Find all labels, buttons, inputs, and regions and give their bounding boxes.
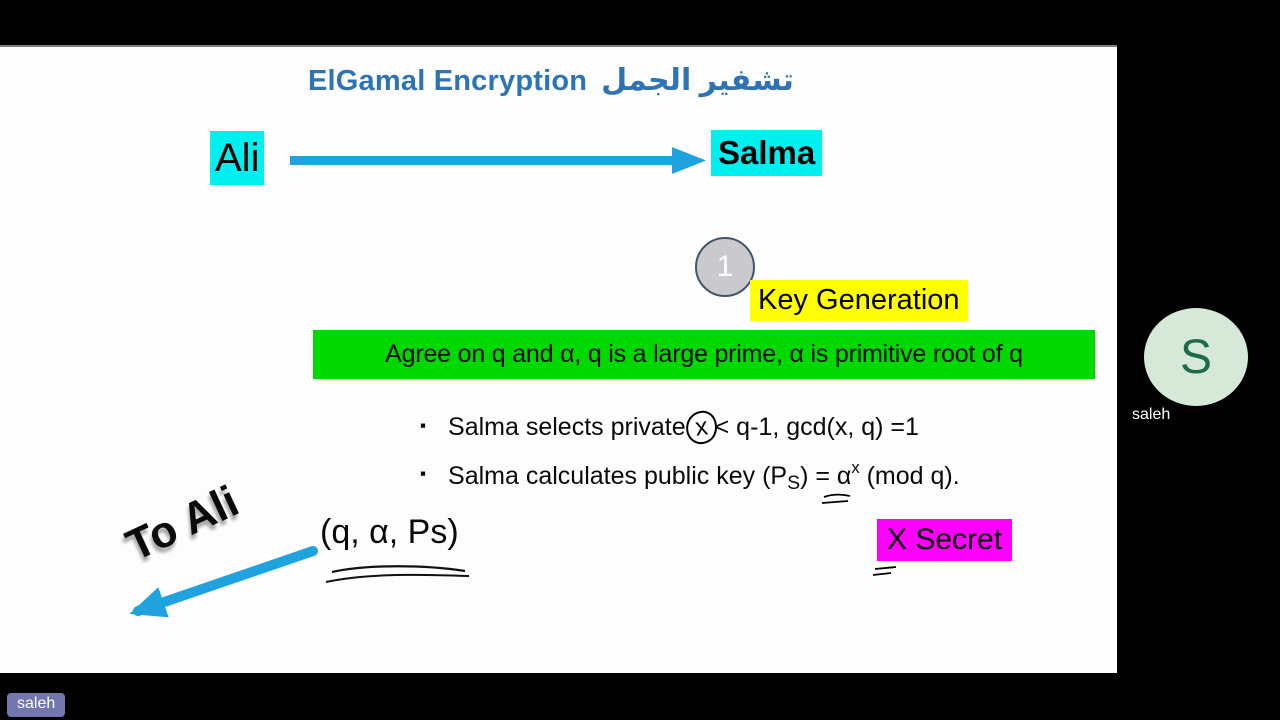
b1-post: < q-1, gcd(x, q) =1 — [714, 413, 919, 441]
step-number: 1 — [716, 250, 734, 283]
b2-superscript: x — [851, 459, 860, 477]
agreement-banner: Agree on q and α, q is a large prime, α … — [313, 330, 1095, 379]
b1-pre: Salma selects private — [448, 413, 686, 441]
bullet-marker-icon: ▪ — [420, 416, 427, 435]
presentation-slide: ElGamal Encryption تشفير الجمل Ali Salma … — [0, 45, 1117, 673]
hand-underline-icon — [325, 565, 470, 583]
public-tuple-text: (q, α, Ps) — [320, 513, 459, 551]
circle-annotation-x: x — [683, 409, 719, 446]
secret-label-text: X Secret — [887, 523, 1003, 556]
participant-name-text: saleh — [1132, 406, 1171, 423]
actor-salma-text: Salma — [718, 134, 816, 171]
secret-label: X Secret — [877, 519, 1013, 561]
bullet-public-key-text: Salma calculates public key (PS) = αx (m… — [448, 459, 960, 495]
actor-ali-text: Ali — [215, 136, 260, 180]
step-title-text: Key Generation — [758, 284, 960, 316]
slide-title-english: ElGamal Encryption — [308, 65, 588, 97]
step-title: Key Generation — [750, 280, 968, 321]
b2-mid: ) = α — [800, 462, 852, 490]
slide-title: ElGamal Encryption تشفير الجمل — [308, 63, 794, 98]
participant-avatar: S — [1144, 308, 1248, 406]
bullet-marker-icon: ▪ — [420, 464, 427, 483]
actor-label-salma: Salma — [711, 130, 823, 176]
bullet-public-key: ▪ Salma calculates public key (PS) = αx … — [420, 459, 960, 495]
hand-underline-icon — [821, 493, 851, 504]
self-name-pill: saleh — [7, 693, 66, 717]
participant-name: saleh — [1132, 406, 1170, 424]
public-tuple: (q, α, Ps) — [320, 513, 459, 552]
b2-pre: Salma calculates public key (P — [448, 462, 788, 490]
arrow-right-icon — [290, 147, 706, 174]
actor-label-ali: Ali — [210, 131, 265, 185]
hand-underline-icon — [872, 566, 897, 576]
arrow-down-left-icon — [129, 546, 318, 618]
agreement-text: Agree on q and α, q is a large prime, α … — [385, 340, 1023, 368]
b2-post: (mod q). — [859, 462, 960, 490]
step-number-badge: 1 — [695, 237, 755, 297]
avatar-initial: S — [1179, 330, 1212, 384]
b2-subscript: S — [787, 472, 801, 494]
self-name-text: saleh — [17, 695, 56, 712]
b1-circled-x: x — [693, 412, 709, 442]
slide-title-arabic: تشفير الجمل — [601, 64, 794, 97]
